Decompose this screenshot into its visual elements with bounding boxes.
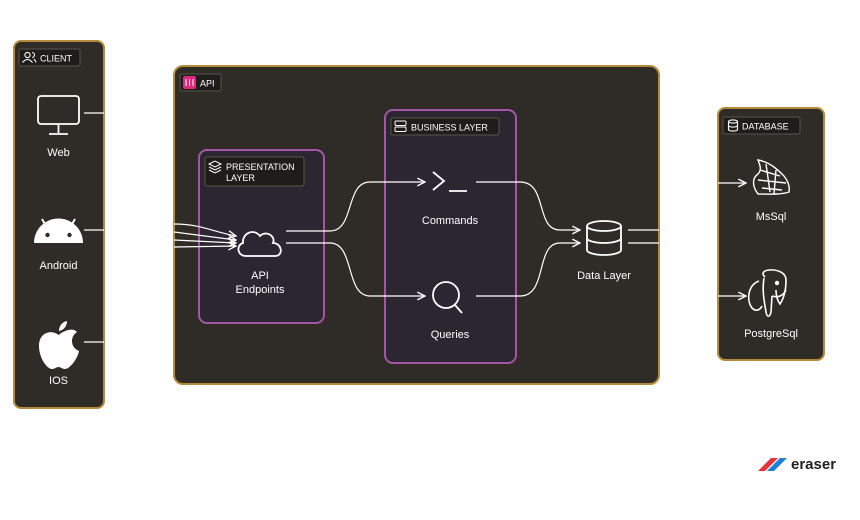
eraser-logo-icon <box>758 458 787 471</box>
commands-label: Commands <box>422 215 479 227</box>
database-badge: DATABASE <box>722 116 801 135</box>
client-label: CLIENT <box>40 54 73 64</box>
database-icon <box>586 220 622 256</box>
database-icon <box>727 119 739 132</box>
postgresql-node[interactable]: PostgreSql <box>744 269 798 340</box>
business-badge: BUSINESS LAYER <box>390 117 500 136</box>
presentation-label-line2: LAYER <box>226 173 255 183</box>
api-label: API <box>200 79 215 89</box>
web-label: Web <box>47 147 69 159</box>
ios-label: IOS <box>49 375 68 387</box>
mssql-label: MsSql <box>756 211 787 223</box>
database-group[interactable]: DATABASE MsSql PostgreSql <box>717 107 825 361</box>
commands-node[interactable]: Commands <box>422 171 479 227</box>
android-icon <box>34 218 83 243</box>
apple-icon <box>39 321 79 369</box>
postgresql-label: PostgreSql <box>744 328 798 340</box>
layers-icon <box>207 160 223 174</box>
terminal-icon <box>432 171 467 192</box>
business-layer-group[interactable]: BUSINESS LAYER Commands Queries <box>384 109 517 364</box>
postgresql-elephant-icon <box>747 269 787 317</box>
users-icon <box>22 51 37 63</box>
ios-node[interactable]: IOS <box>39 321 79 387</box>
android-node[interactable]: Android <box>34 218 83 272</box>
server-icon <box>394 120 407 132</box>
presentation-layer-group[interactable]: PRESENTATION LAYER API Endpoints <box>198 149 325 324</box>
eraser-brand-name: eraser <box>791 456 836 473</box>
edge-endpoints-to-queries <box>286 242 425 296</box>
business-label: BUSINESS LAYER <box>411 123 488 133</box>
database-label: DATABASE <box>742 122 789 132</box>
mssql-icon <box>752 159 790 195</box>
api-endpoints-label-line2: Endpoints <box>236 284 285 296</box>
edge-client-endpoints-3 <box>173 240 236 243</box>
client-badge: CLIENT <box>18 48 81 67</box>
monitor-icon <box>37 95 80 135</box>
api-gateway-icon <box>183 76 196 89</box>
edge-endpoints-to-commands <box>286 182 425 232</box>
queries-node[interactable]: Queries <box>431 281 470 341</box>
data-layer-node[interactable]: Data Layer <box>577 220 631 282</box>
presentation-badge: PRESENTATION LAYER <box>204 156 305 187</box>
data-layer-label: Data Layer <box>577 270 631 282</box>
cloud-icon <box>237 231 282 257</box>
api-endpoints-node[interactable]: API Endpoints <box>236 231 285 296</box>
android-label: Android <box>40 260 78 272</box>
edges <box>84 112 746 343</box>
queries-label: Queries <box>431 329 470 341</box>
api-group[interactable]: API PRESENTATION LAYER API Endpoints <box>173 65 660 385</box>
api-badge: API <box>179 73 222 92</box>
edge-queries-to-datalayer <box>476 243 580 297</box>
edge-client-endpoints-2 <box>173 231 236 240</box>
edge-client-endpoints-4 <box>173 246 236 247</box>
api-endpoints-label-line1: API <box>251 270 269 282</box>
edge-commands-to-datalayer <box>476 181 580 230</box>
client-group[interactable]: CLIENT Web Android <box>13 40 105 409</box>
mssql-node[interactable]: MsSql <box>752 159 790 223</box>
search-icon <box>432 281 463 314</box>
eraser-brand[interactable]: eraser <box>758 456 836 473</box>
web-node[interactable]: Web <box>37 95 80 159</box>
presentation-label-line1: PRESENTATION <box>226 162 295 172</box>
